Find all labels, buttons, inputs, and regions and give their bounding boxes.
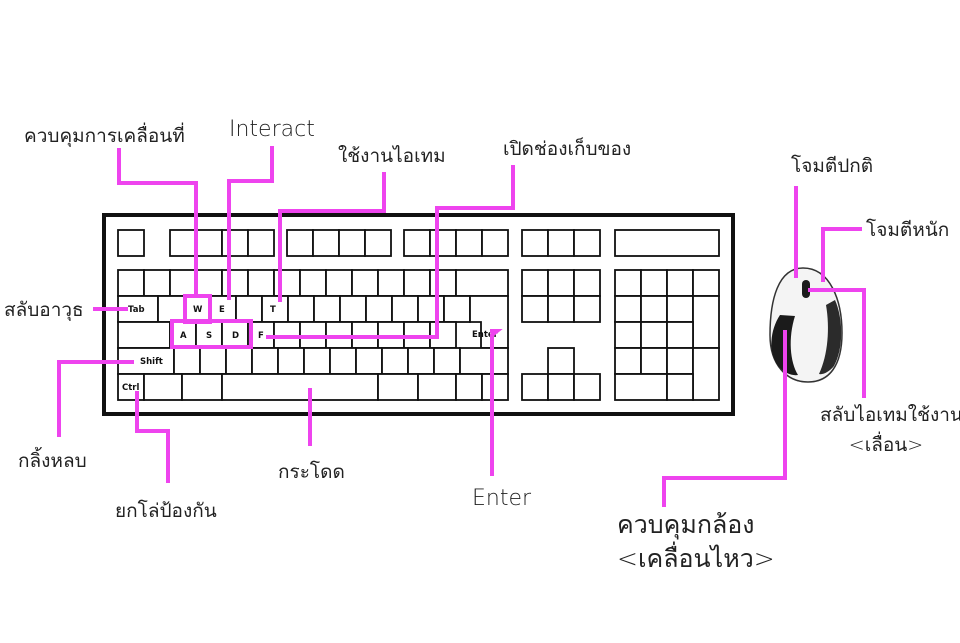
label-block: ยกโล่ป้องกัน <box>115 500 217 522</box>
label-camera: ควบคุมกล้อง <เคลื่อนไหว> <box>617 508 775 576</box>
label-movement: ควบคุมการเคลื่อนที่ <box>24 125 185 147</box>
mouse-icon <box>769 267 843 383</box>
label-use-item: ใช้งานไอเทม <box>338 145 446 167</box>
label-switch-item-line1: สลับไอเทมใช้งาน <box>820 404 960 426</box>
key-e-legend: E <box>219 305 225 315</box>
key-ctrl-legend: Ctrl <box>122 383 139 393</box>
keyboard-keys <box>117 229 720 401</box>
key-tab-legend: Tab <box>128 305 145 315</box>
mouse-scroll-wheel <box>802 280 810 298</box>
key-a-legend: A <box>180 331 187 341</box>
label-switch-item-line2: <เลื่อน> <box>848 434 924 456</box>
key-f-legend: F <box>258 331 264 341</box>
label-open-inventory: เปิดช่องเก็บของ <box>503 138 632 160</box>
key-s-legend: S <box>206 331 212 341</box>
label-switch-weapon: สลับอาวุธ <box>4 299 84 321</box>
label-switch-item: สลับไอเทมใช้งาน <เลื่อน> <box>820 400 960 460</box>
label-jump: กระโดด <box>278 461 345 483</box>
label-camera-line1: ควบคุมกล้อง <box>617 510 755 539</box>
label-dodge: กลิ้งหลบ <box>18 450 87 472</box>
label-normal-attack: โจมตีปกติ <box>791 155 874 177</box>
label-camera-line2: <เคลื่อนไหว> <box>617 544 775 573</box>
key-w-legend: W <box>193 305 203 315</box>
label-heavy-attack: โจมตีหนัก <box>866 219 950 241</box>
key-shift-legend: Shift <box>140 357 163 367</box>
label-interact: Interact <box>229 117 315 142</box>
label-enter: Enter <box>472 486 532 511</box>
key-t-legend: T <box>270 305 276 315</box>
leader-lines <box>57 146 866 507</box>
key-enter-legend: Enter <box>472 330 499 340</box>
key-d-legend: D <box>232 331 239 341</box>
